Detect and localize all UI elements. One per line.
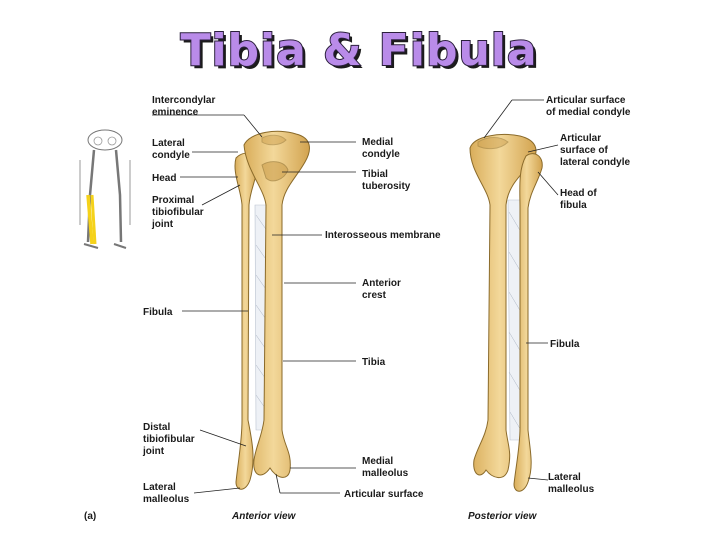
label-lateral-malleolus-ant-1: Lateral [143,482,176,493]
label-lateral-condyle-1: Lateral [152,138,185,149]
label-proximal-1: Proximal [152,195,194,206]
figure-letter: (a) [84,511,96,522]
label-fibula-anterior: Fibula [143,307,173,318]
label-tibia: Tibia [362,357,386,368]
anterior-bones [235,131,309,489]
captions: (a) Anterior view Posterior view [84,511,538,522]
label-proximal-3: joint [151,219,174,230]
label-lateral-condyle-2: condyle [152,150,190,161]
posterior-bones [470,135,542,492]
label-lateral-malleolus-post-1: Lateral [548,472,581,483]
label-interosseous-membrane: Interosseous membrane [325,230,441,241]
fibula-anterior [235,153,258,489]
label-anterior-crest-2: crest [362,290,387,301]
label-distal-1: Distal [143,422,170,433]
label-artic-lateral-1: Articular [560,133,601,144]
skeleton-thumbnail-icon [80,130,130,248]
labels-posterior-right: Articular surface of medial condyle Arti… [546,95,631,495]
label-lateral-malleolus-ant-2: malleolus [143,494,190,505]
label-eminence: eminence [152,107,199,118]
label-fibula-posterior: Fibula [550,339,580,350]
label-intercondylar: Intercondylar [152,95,215,106]
label-distal-2: tibiofibular [143,434,195,445]
label-distal-3: joint [142,446,165,457]
label-anterior-crest-1: Anterior [362,278,401,289]
label-head-fibula-2: fibula [560,200,587,211]
label-artic-lateral-2: surface of [560,145,608,156]
label-artic-lateral-3: lateral condyle [560,157,630,168]
label-proximal-2: tibiofibular [152,207,204,218]
label-head-fibula-1: Head of [560,188,597,199]
labels-anterior-left: Intercondylar eminence Lateral condyle H… [142,95,215,505]
caption-posterior-view: Posterior view [468,511,538,522]
title-text: Tibia & Fibula [180,25,537,76]
label-medial-condyle-2: condyle [362,149,400,160]
label-medial-malleolus-2: malleolus [362,468,409,479]
label-tibial-tuberosity-1: Tibial [362,169,388,180]
labels-anterior-middle: Medial condyle Tibial tuberosity Interos… [325,137,441,500]
label-lateral-malleolus-post-2: malleolus [548,484,595,495]
label-head: Head [152,173,176,184]
label-medial-malleolus-1: Medial [362,456,393,467]
label-medial-condyle-1: Medial [362,137,393,148]
caption-anterior-view: Anterior view [231,511,297,522]
label-artic-medial-1: Articular surface [546,95,626,106]
label-articular-surface: Articular surface [344,489,424,500]
label-artic-medial-2: of medial condyle [546,107,631,118]
page-title: Tibia & Fibula Tibia & Fibula [180,25,540,79]
label-tibial-tuberosity-2: tuberosity [362,181,411,192]
